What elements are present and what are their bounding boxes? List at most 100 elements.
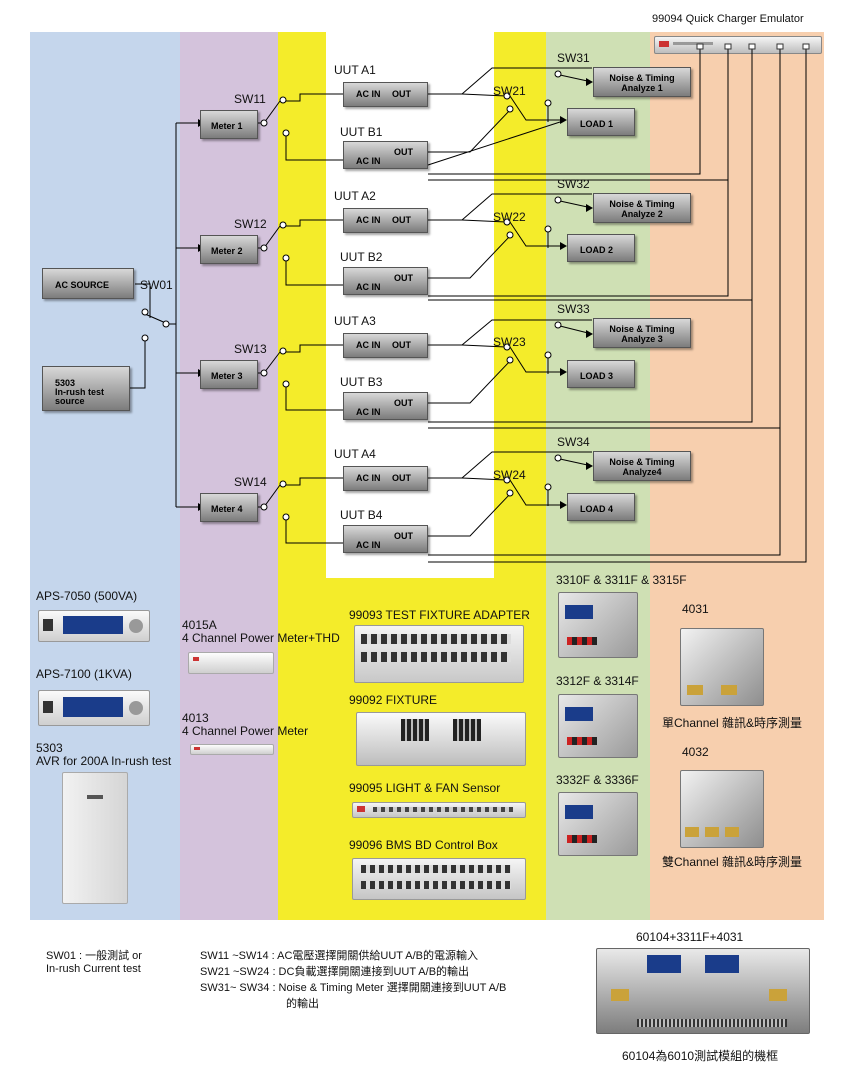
meter-1-label: Meter 1 — [211, 121, 243, 131]
uut-b2-label: UUT B2 — [340, 250, 383, 264]
noise-analyzer-label: Noise & Timing — [609, 324, 675, 334]
out-label: OUT — [392, 215, 411, 225]
noise-analyzer-label: Noise & Timing — [609, 199, 675, 209]
uut-b3-box: AC IN OUT — [343, 392, 428, 420]
m4031-desc-label: 單Channel 雜訊&時序測量 — [662, 716, 803, 730]
out-label: OUT — [394, 531, 413, 541]
noise-analyzer-index: Analyze 1 — [621, 83, 663, 93]
switch-sw33-label: SW33 — [557, 302, 590, 316]
meter-4-label: Meter 4 — [211, 504, 243, 514]
load-label: LOAD 4 — [580, 504, 614, 514]
zone-power-meter — [180, 32, 278, 920]
avr5303-model-label: 5303 — [36, 741, 63, 755]
ac-in-label: AC IN — [356, 407, 381, 417]
load-3-box: LOAD 3 — [567, 360, 635, 388]
out-label: OUT — [392, 89, 411, 99]
m4031-device — [680, 628, 764, 706]
inrush-source-box: 5303 In-rush test source — [42, 366, 130, 411]
switch-sw11-label: SW11 — [234, 92, 266, 106]
load-model-b-device — [558, 694, 638, 758]
noise-analyzer-label: Noise & Timing — [609, 457, 675, 467]
load-1-box: LOAD 1 — [567, 108, 635, 136]
meter-3-box: Meter 3 — [200, 360, 258, 389]
note-sw21: SW21 ~SW24 : DC負載選擇開關連接到UUT A/B的輸出 — [200, 966, 470, 978]
diagram-title: 99094 Quick Charger Emulator — [652, 13, 804, 25]
uut-a3-label: UUT A3 — [334, 314, 376, 328]
inrush-source-line3: source — [55, 396, 85, 406]
avr5303-desc-label: AVR for 200A In-rush test — [36, 754, 172, 768]
ac-in-label: AC IN — [356, 540, 381, 550]
uut-b1-box: AC IN OUT — [343, 141, 428, 169]
note-sw11: SW11 ~SW14 : AC電壓選擇開關供給UUT A/B的電源輸入 — [200, 950, 479, 962]
load-model-c-label: 3332F & 3336F — [556, 773, 639, 787]
switch-sw22-label: SW22 — [493, 210, 526, 224]
noise-analyzer-index: Analyze4 — [622, 467, 662, 477]
ac-in-label: AC IN — [356, 340, 381, 350]
out-label: OUT — [394, 273, 413, 283]
bms-control-box-device — [352, 858, 526, 900]
uut-a1-label: UUT A1 — [334, 63, 376, 77]
aps7100-label: APS-7100 (1KVA) — [36, 667, 132, 681]
m4031-model-label: 4031 — [682, 602, 709, 616]
note-sw01-line1: SW01 : 一般測試 or — [46, 950, 142, 962]
ac-in-label: AC IN — [356, 215, 381, 225]
aps7050-device — [38, 610, 150, 642]
uut-a2-box: AC IN OUT — [343, 208, 428, 233]
out-label: OUT — [392, 340, 411, 350]
out-label: OUT — [394, 398, 413, 408]
note-sw31-line2: 的輸出 — [286, 998, 319, 1010]
note-sw31-line1: SW31~ SW34 : Noise & Timing Meter 選擇開關連接… — [200, 982, 507, 994]
load-label: LOAD 1 — [580, 119, 614, 129]
out-label: OUT — [394, 147, 413, 157]
uut-b4-label: UUT B4 — [340, 508, 383, 522]
noise-analyzer-index: Analyze 3 — [621, 334, 663, 344]
m4032-desc-label: 雙Channel 雜訊&時序測量 — [662, 855, 803, 869]
pm4013-device — [190, 744, 274, 755]
inrush-source-model: 5303 — [55, 378, 76, 388]
light-fan-sensor-label: 99095 LIGHT & FAN Sensor — [349, 781, 501, 795]
uut-a2-label: UUT A2 — [334, 189, 376, 203]
avr5303-cabinet — [62, 772, 128, 904]
switch-sw23-label: SW23 — [493, 335, 526, 349]
fixture-adapter-device — [354, 625, 524, 683]
ac-source-box: AC SOURCE — [42, 268, 134, 299]
uut-a4-label: UUT A4 — [334, 447, 376, 461]
uut-a3-box: AC IN OUT — [343, 333, 428, 358]
load-model-a-label: 3310F & 3311F & 3315F — [556, 573, 687, 587]
uut-a4-box: AC IN OUT — [343, 466, 428, 491]
switch-sw32-label: SW32 — [557, 177, 590, 191]
fixture-device — [356, 712, 526, 766]
pm4013-model-label: 4013 — [182, 711, 209, 725]
ac-source-label: AC SOURCE — [55, 280, 110, 290]
noise-analyzer-index: Analyze 2 — [621, 209, 663, 219]
switch-sw12-label: SW12 — [234, 217, 267, 231]
pm4015a-model-label: 4015A — [182, 618, 217, 632]
ac-in-label: AC IN — [356, 282, 381, 292]
load-model-a-device — [558, 592, 638, 658]
zone-fixture-right — [494, 32, 546, 578]
rack-title-label: 60104+3311F+4031 — [636, 930, 744, 944]
aps7050-label: APS-7050 (500VA) — [36, 589, 138, 603]
meter-1-box: Meter 1 — [200, 110, 258, 139]
noise-analyzer-label: Noise & Timing — [609, 73, 675, 83]
meter-2-label: Meter 2 — [211, 246, 243, 256]
load-label: LOAD 2 — [580, 245, 614, 255]
load-2-box: LOAD 2 — [567, 234, 635, 262]
meter-2-box: Meter 2 — [200, 235, 258, 264]
switch-sw24-label: SW24 — [493, 468, 526, 482]
ac-in-label: AC IN — [356, 156, 381, 166]
rack-60104-device — [596, 948, 810, 1034]
aps7100-device — [38, 690, 150, 726]
meter-3-label: Meter 3 — [211, 371, 243, 381]
ac-in-label: AC IN — [356, 473, 381, 483]
inrush-source-line2: In-rush test — [55, 387, 105, 397]
out-label: OUT — [392, 473, 411, 483]
switch-sw13-label: SW13 — [234, 342, 267, 356]
switch-sw14-label: SW14 — [234, 475, 267, 489]
m4032-device — [680, 770, 764, 848]
load-4-box: LOAD 4 — [567, 493, 635, 521]
fixture-label: 99092 FIXTURE — [349, 693, 438, 707]
